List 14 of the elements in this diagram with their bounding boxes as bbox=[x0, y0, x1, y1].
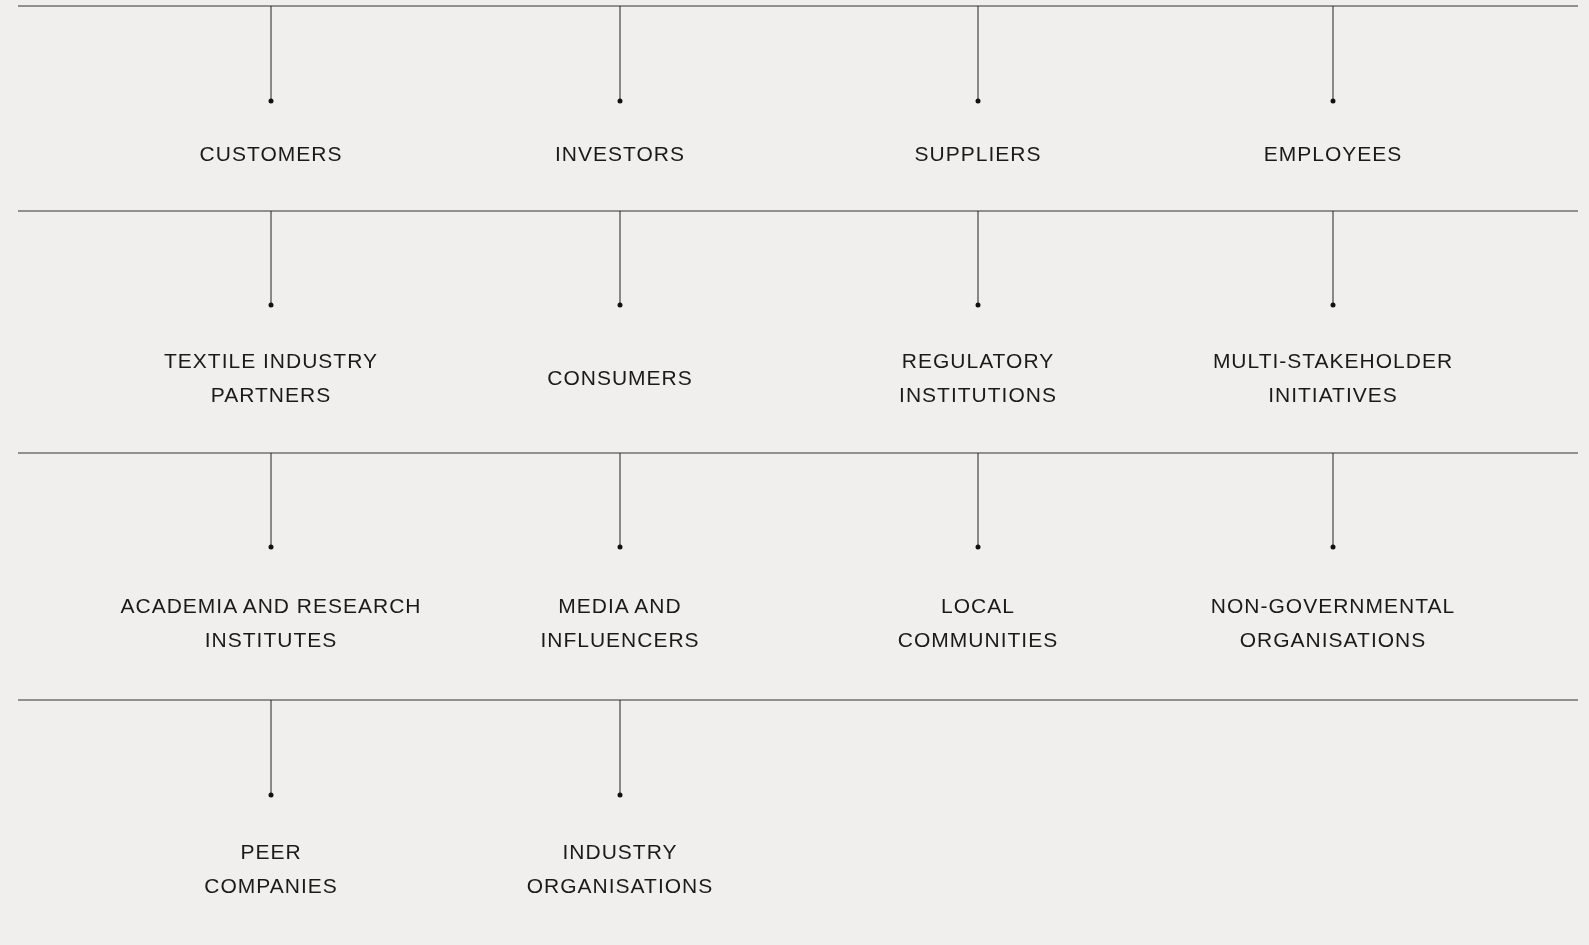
stakeholder-label: ACADEMIA AND RESEARCH INSTITUTES bbox=[119, 593, 423, 653]
stakeholder-label: NON-GOVERNMENTAL ORGANISATIONS bbox=[1209, 593, 1457, 653]
stakeholder-label: LOCAL COMMUNITIES bbox=[896, 593, 1060, 653]
stakeholder-label: MULTI-STAKEHOLDER INITIATIVES bbox=[1211, 348, 1455, 408]
stakeholder-label: INDUSTRY ORGANISATIONS bbox=[525, 839, 715, 899]
stakeholder-label: MEDIA AND INFLUENCERS bbox=[539, 593, 701, 653]
stakeholder-label: REGULATORY INSTITUTIONS bbox=[898, 348, 1058, 408]
stakeholder-label: CUSTOMERS bbox=[199, 141, 343, 167]
stakeholder-label: INVESTORS bbox=[555, 141, 685, 167]
stakeholder-label: CONSUMERS bbox=[547, 365, 693, 391]
stakeholder-label: SUPPLIERS bbox=[914, 141, 1042, 167]
stakeholder-label: PEER COMPANIES bbox=[203, 839, 339, 899]
stakeholder-label: EMPLOYEES bbox=[1263, 141, 1403, 167]
stakeholder-label: TEXTILE INDUSTRY PARTNERS bbox=[163, 348, 379, 408]
